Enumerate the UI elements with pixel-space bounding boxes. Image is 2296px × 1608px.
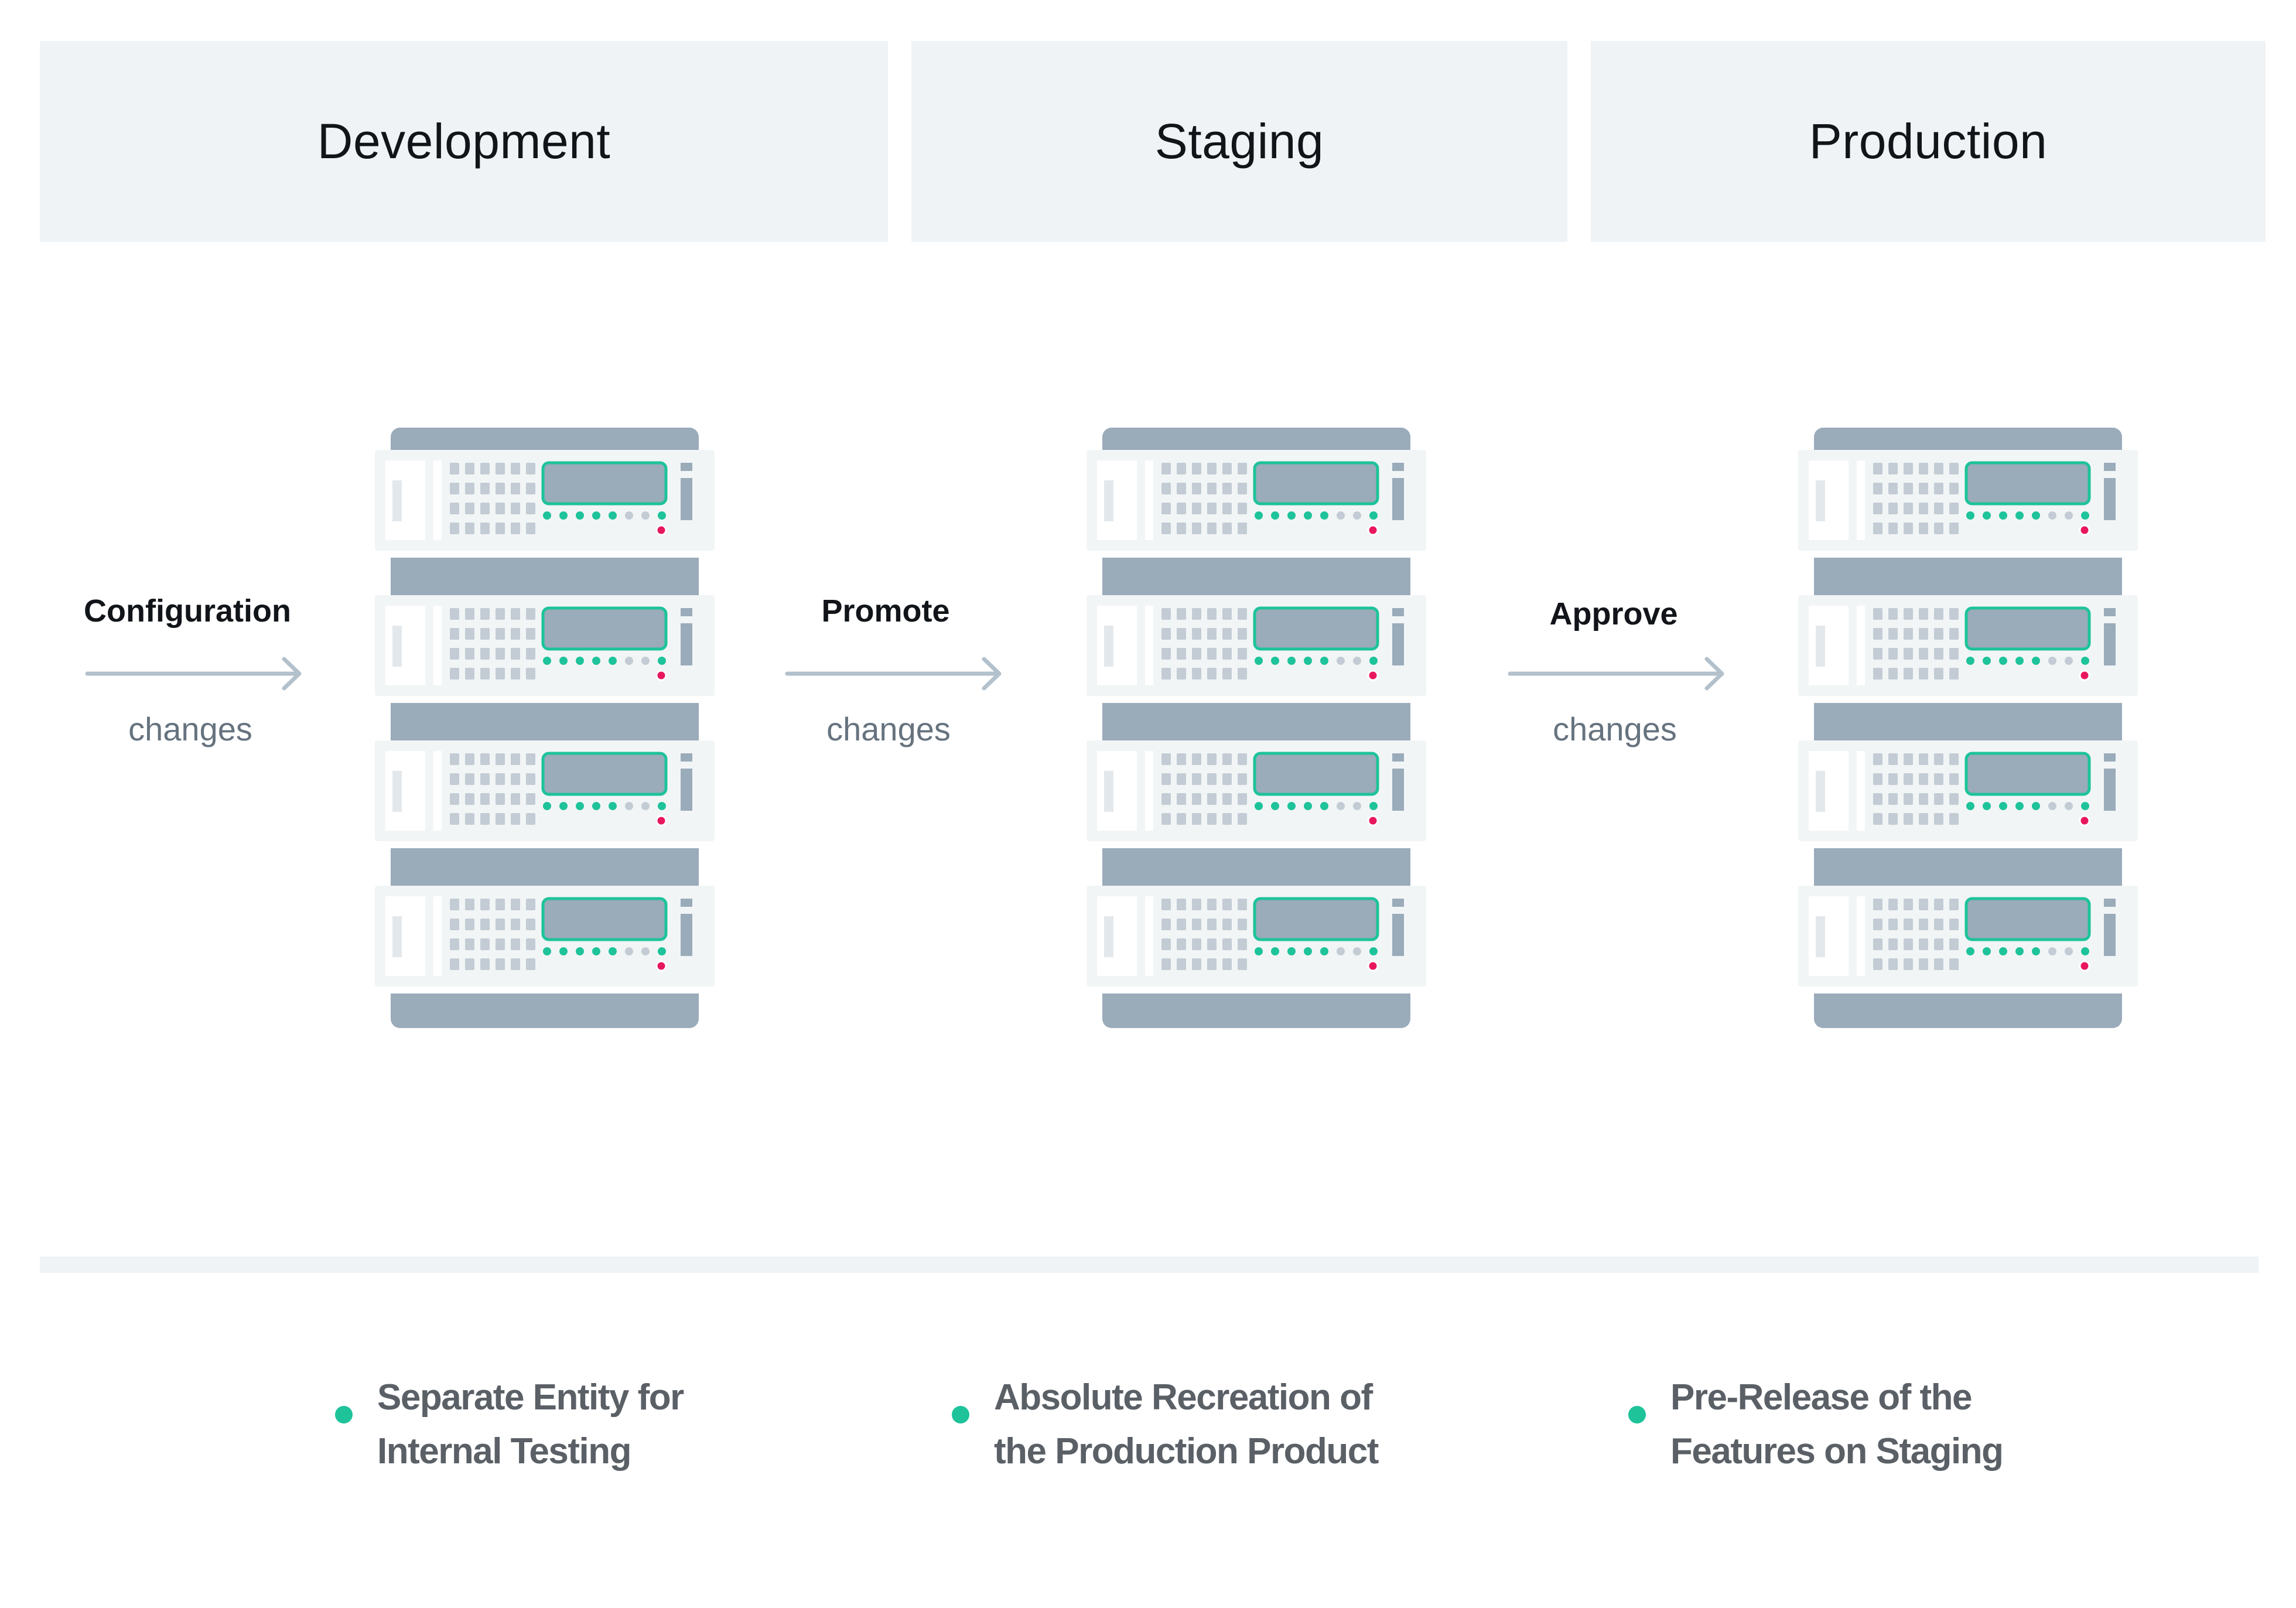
bullet-dot-icon — [1628, 1406, 1646, 1423]
stage-header-development: Development — [40, 41, 888, 242]
feature-line: Internal Testing — [377, 1431, 632, 1472]
bullet-dot-icon — [335, 1406, 353, 1423]
feature-line: Features on Staging — [1670, 1431, 2004, 1472]
feature-item: Absolute Recreation of the Production Pr… — [952, 1371, 1379, 1479]
bullet-dot-icon — [952, 1406, 969, 1423]
server-rack-staging-icon — [1086, 428, 1426, 1028]
transition-label-configuration: Configuration — [84, 593, 291, 629]
feature-line: the Production Product — [994, 1431, 1379, 1472]
feature-line: Pre-Release of the — [1670, 1377, 1973, 1418]
feature-item: Separate Entity for Internal Testing — [335, 1371, 684, 1479]
stage-header-staging: Staging — [911, 41, 1567, 242]
stage-title: Development — [317, 114, 611, 169]
stage-title: Staging — [1154, 114, 1324, 169]
feature-line: Separate Entity for — [377, 1377, 684, 1418]
arrow-right-icon — [785, 657, 1002, 691]
feature-item: Pre-Release of the Features on Staging — [1628, 1371, 2004, 1479]
feature-line: Absolute Recreation of — [994, 1377, 1373, 1418]
transition-label-approve: Approve — [1549, 596, 1678, 631]
server-rack-production-icon — [1798, 428, 2138, 1028]
transition-label-promote: Promote — [821, 593, 950, 629]
stage-title: Production — [1809, 114, 2048, 169]
stage-header-production: Production — [1591, 41, 2266, 242]
transition-sublabel: changes — [128, 711, 252, 747]
arrow-right-icon — [1508, 657, 1724, 691]
transition-sublabel: changes — [826, 711, 951, 747]
arrow-right-icon — [85, 657, 302, 691]
transition-sublabel: changes — [1553, 711, 1677, 747]
section-divider — [40, 1257, 2259, 1273]
server-rack-development-icon — [375, 428, 715, 1028]
